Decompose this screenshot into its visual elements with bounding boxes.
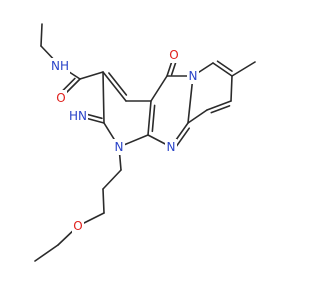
- single-bond-C4a-C5: [150, 75, 168, 102]
- double-bond-C7-C8-inner: [216, 60, 233, 72]
- atom-label-o5: O: [169, 48, 178, 62]
- atom-label-background: [55, 90, 67, 106]
- atom-label-background: [168, 47, 180, 63]
- double-bond-C9-C10: [206, 100, 232, 111]
- double-bond-C7-C8: [212, 62, 233, 77]
- atom-label-background: [72, 218, 84, 234]
- atom-label-background: [165, 139, 177, 155]
- double-bond-C10a-N11-inner: [175, 127, 191, 148]
- atom-label-background: [187, 68, 199, 84]
- atom-label-o-ether: O: [73, 219, 82, 233]
- atom-label-o-amide: O: [56, 91, 65, 105]
- atom-label-n11: N: [167, 140, 176, 154]
- atom-label-background: [68, 108, 88, 124]
- atom-label-n1: N: [115, 140, 124, 154]
- atom-label-n-amide: NH: [51, 59, 69, 73]
- single-bond-P1-P2: [102, 169, 122, 190]
- single-bond-C2-C3: [102, 71, 105, 124]
- double-bond-C3-C4-inner: [108, 72, 128, 96]
- double-bond-C3-C4: [102, 71, 127, 102]
- single-bond-P2-P3: [102, 188, 105, 214]
- single-bond-C8-C9: [230, 75, 233, 102]
- atom-label-n-imine: HN: [69, 109, 87, 123]
- atom-label-background: [113, 139, 125, 155]
- double-bond-C11a-C4a-inner: [151, 104, 156, 133]
- single-bond-Ca-Cb: [40, 23, 43, 47]
- single-bond-C10-C10a: [187, 109, 208, 124]
- double-bond-C9-C10-inner: [210, 105, 231, 114]
- single-bond-E1-E2: [34, 244, 59, 262]
- double-bond-C11a-C4a: [147, 100, 152, 136]
- single-bond-C8-Me: [231, 61, 256, 77]
- single-bond-C_amide-C3: [79, 71, 104, 80]
- atom-label-background: [50, 58, 70, 74]
- atom-label-n6: N: [189, 69, 198, 83]
